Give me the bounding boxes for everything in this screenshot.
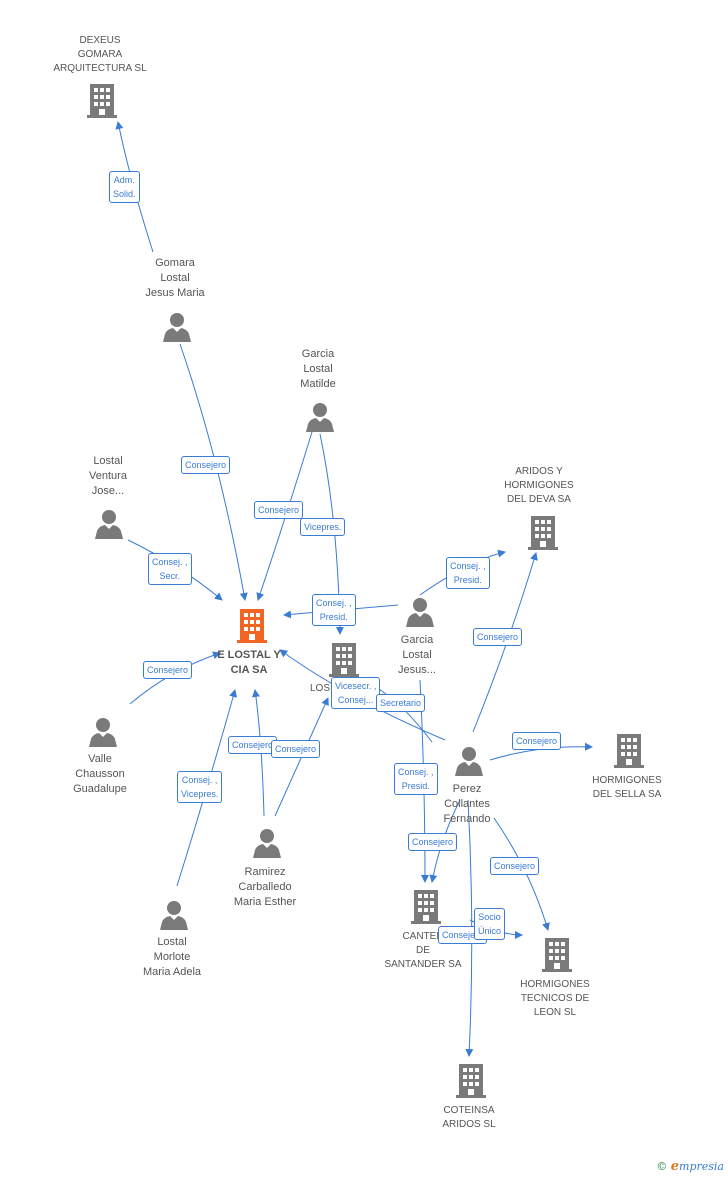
node-label-lostal-morlote[interactable]: Lostal Morlote Maria Adela — [142, 936, 202, 978]
role-label[interactable]: Consejero — [408, 833, 458, 851]
node-label-lostal-ventura[interactable]: Lostal Ventura Jose... — [89, 455, 127, 497]
building-icon — [237, 609, 267, 643]
person-icon — [89, 718, 117, 747]
role-label[interactable]: Consejero — [473, 628, 523, 646]
role-label[interactable]: Secretario — [376, 694, 426, 712]
role-label[interactable]: Consejero — [512, 732, 562, 750]
building-icon — [528, 516, 558, 550]
role-label[interactable]: Adm. Solid. — [109, 171, 140, 203]
role-label[interactable]: Socio Único — [474, 908, 506, 940]
person-icon — [160, 901, 188, 930]
node-label-aridos-deva[interactable]: ARIDOS Y HORMIGONES DEL DEVA SA — [504, 466, 574, 505]
building-icon — [456, 1064, 486, 1098]
role-label[interactable]: Consejero — [228, 736, 278, 754]
building-icon — [542, 938, 572, 972]
role-label[interactable]: Consej. , Vicepres. — [177, 771, 223, 803]
role-label[interactable]: Consejero — [254, 501, 304, 519]
node-label-los[interactable]: LOS — [309, 683, 330, 694]
role-label[interactable]: Consej. , Secr. — [148, 553, 192, 585]
node-label-valle[interactable]: Valle Chausson Guadalupe — [73, 753, 127, 795]
node-label-ramirez[interactable]: Ramirez Carballedo Maria Esther — [233, 866, 297, 908]
node-label-dexeus[interactable]: DEXEUS GOMARA ARQUITECTURA SL — [53, 35, 147, 74]
role-label[interactable]: Consejero — [143, 661, 193, 679]
person-icon — [406, 598, 434, 627]
role-label[interactable]: Consejero — [490, 857, 540, 875]
node-label-garcia-matilde[interactable]: Garcia Lostal Matilde — [300, 348, 336, 390]
role-label[interactable]: Consejero — [181, 456, 231, 474]
node-label-gomara[interactable]: Gomara Lostal Jesus Maria — [145, 257, 205, 299]
role-label[interactable]: Consej. , Presid. — [312, 594, 356, 626]
node-label-canteras[interactable]: CANTER DE SANTANDER SA — [384, 931, 462, 970]
building-icon — [411, 890, 441, 924]
node-label-garcia-jesus[interactable]: Garcia Lostal Jesus... — [398, 634, 436, 676]
person-icon — [455, 747, 483, 776]
building-icon — [614, 734, 644, 768]
person-icon — [95, 510, 123, 539]
role-label[interactable]: Consejero — [271, 740, 321, 758]
node-label-sella[interactable]: HORMIGONES DEL SELLA SA — [592, 775, 662, 800]
node-label-tecnicos[interactable]: HORMIGONES TECNICOS DE LEON SL — [520, 979, 590, 1018]
node-label-coteinsa[interactable]: COTEINSA ARIDOS SL — [442, 1105, 496, 1130]
brand-name: mpresia — [679, 1160, 724, 1173]
empresia-logo[interactable]: © empresia — [656, 1159, 724, 1174]
person-icon — [306, 403, 334, 432]
person-icon — [253, 829, 281, 858]
role-label[interactable]: Consej. , Presid. — [394, 763, 438, 795]
building-icon — [329, 643, 359, 677]
building-icon — [87, 84, 117, 118]
role-label[interactable]: Consej. , Presid. — [446, 557, 490, 589]
copyright-icon: © — [656, 1160, 668, 1173]
role-label[interactable]: Vicepres. — [300, 518, 346, 536]
person-icon — [163, 313, 191, 342]
edge-ramirez-los — [274, 697, 329, 817]
node-label-main[interactable]: E LOSTAL Y CIA SA — [217, 649, 281, 676]
node-label-perez[interactable]: Perez Collantes Fernando — [443, 783, 491, 825]
role-label[interactable]: Vicesecr. , Consej... — [331, 677, 381, 709]
brand-e: e — [670, 1159, 680, 1174]
